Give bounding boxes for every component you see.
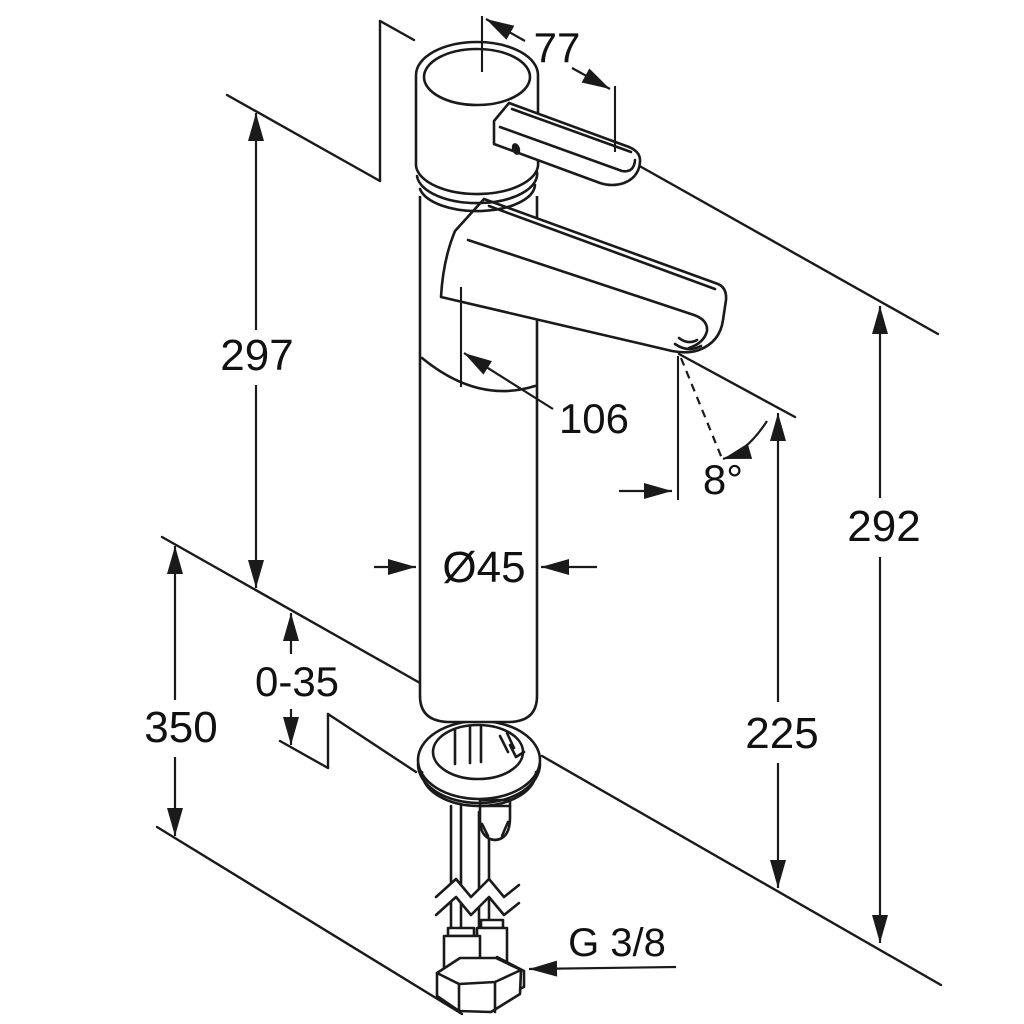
faucet-body: [418, 196, 539, 724]
dim-label-total-height: 297: [220, 331, 293, 380]
spout: [439, 197, 728, 354]
cartridge-cap: [414, 40, 540, 213]
thread-callout-arrow: [528, 960, 677, 977]
dim-label-spout-height: 225: [745, 709, 818, 758]
connection-nut: [435, 955, 526, 1014]
dim-label-deck-thickness: 0-35: [255, 658, 339, 705]
pipe-break-symbol: [436, 879, 519, 915]
faucet-drawing: [414, 40, 728, 1014]
lever-handle: [492, 101, 642, 187]
dim-label-connection-thread: G 3/8: [568, 921, 666, 965]
reference-plane-lines: [155, 19, 943, 1016]
dim-label-clearance-below: 350: [144, 703, 217, 752]
dimension-annotations: [167, 16, 888, 977]
dim-label-body-diameter: Ø45: [442, 543, 525, 592]
handle-screw: [511, 143, 521, 155]
dim-label-spout-angle: 8°: [703, 456, 743, 503]
dim-label-handle-length: 77: [534, 24, 581, 71]
stream-angle-dashed-line: [679, 357, 725, 462]
dim-label-height-to-top: 292: [847, 502, 920, 551]
aerator: [673, 342, 703, 351]
mounting-flange: [416, 719, 542, 808]
dim-label-spout-reach: 106: [559, 395, 629, 442]
dimension-labels: 77 297 106 8° 292 Ø45 0-35 350 225 G 3/8: [144, 24, 920, 965]
